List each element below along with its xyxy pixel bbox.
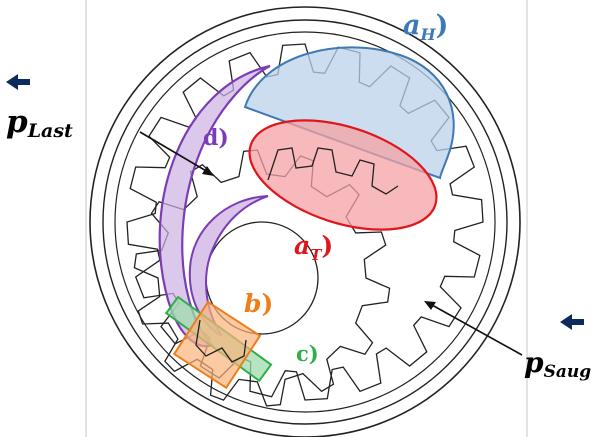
arrow-left-icon	[560, 314, 584, 330]
label-a-h: aH)	[403, 10, 448, 44]
label-p-saug: pSaug	[524, 346, 591, 382]
label-a-t: aT)	[294, 231, 333, 264]
arrow-left-icon	[6, 74, 30, 90]
label-p-last: pLast	[6, 104, 73, 142]
pointer-p-saug	[432, 305, 522, 355]
pointer-p-last-head	[202, 166, 214, 176]
label-d: d)	[203, 125, 229, 151]
label-b: b)	[244, 289, 273, 318]
label-c: c)	[296, 341, 319, 366]
